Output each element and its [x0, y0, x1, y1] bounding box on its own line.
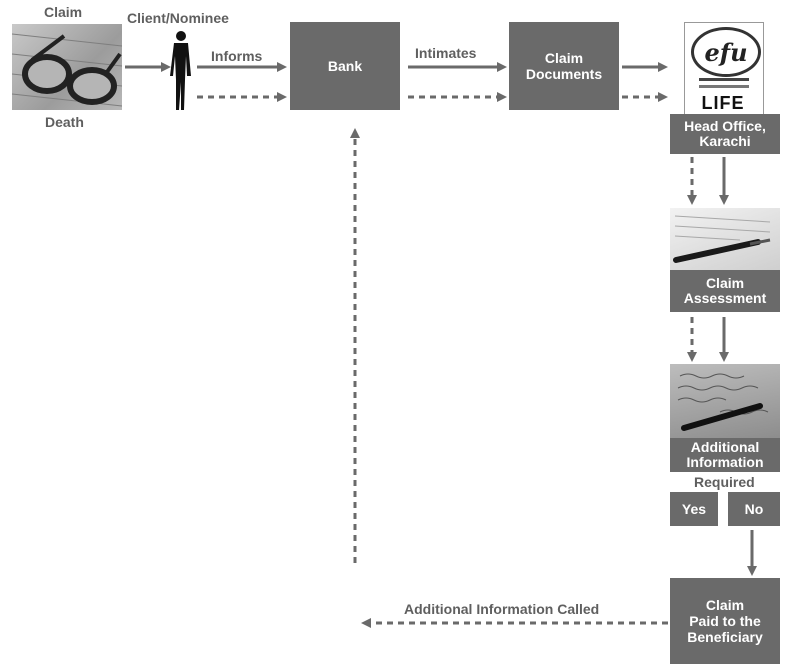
yes-box: Yes [670, 492, 718, 526]
person-silhouette-icon [168, 30, 194, 114]
head-office-box: Head Office, Karachi [670, 114, 780, 154]
informs-label: Informs [211, 48, 263, 64]
claim-documents-label: Claim Documents [525, 50, 603, 82]
additional-information-box: Additional Information [670, 438, 780, 472]
claim-documents-box: Claim Documents [509, 22, 619, 110]
client-nominee-label: Client/Nominee [127, 10, 229, 26]
claim-paid-label: Claim Paid to the Beneficiary [687, 597, 763, 645]
yes-label: Yes [681, 501, 707, 517]
no-label: No [744, 501, 764, 517]
efu-life-logo: efu LIFE [684, 22, 764, 116]
additional-information-label: Additional Information [686, 439, 764, 470]
required-label: Required [694, 474, 755, 490]
pen-document-image-icon [670, 208, 780, 270]
claim-label: Claim [44, 4, 83, 20]
intimates-label: Intimates [415, 45, 477, 61]
additional-information-called-label: Additional Information Called [404, 601, 600, 617]
letter-pen-image-icon [670, 364, 780, 438]
bank-label: Bank [327, 58, 363, 74]
death-label: Death [45, 114, 84, 130]
efu-logo-life: LIFE [701, 93, 745, 113]
no-box: No [728, 492, 780, 526]
eyeglasses-image-icon [12, 24, 122, 110]
efu-logo-mark: efu [691, 27, 761, 77]
claim-paid-box: Claim Paid to the Beneficiary [670, 578, 780, 664]
claim-assessment-box: Claim Assessment [670, 270, 780, 312]
bank-box: Bank [290, 22, 400, 110]
head-office-label: Head Office, Karachi [684, 118, 766, 149]
claim-assessment-label: Claim Assessment [683, 275, 767, 306]
